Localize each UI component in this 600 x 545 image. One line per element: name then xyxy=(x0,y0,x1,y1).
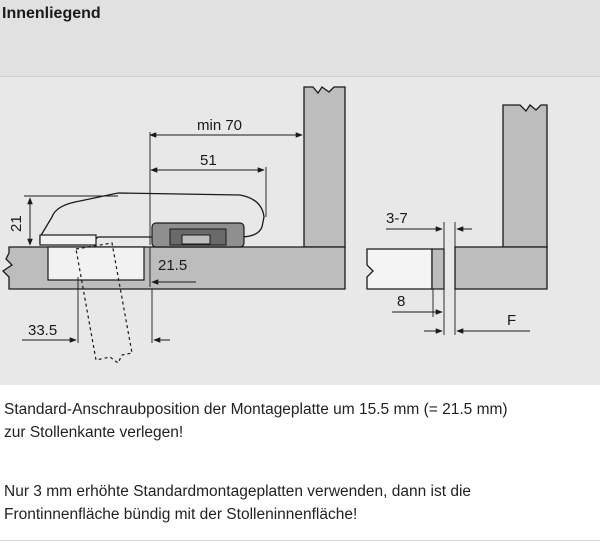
cabinet-side-panel xyxy=(303,86,346,248)
paragraph-2-line-2: Frontinnenfläche bündig mit der Stolleni… xyxy=(4,506,358,523)
dim-label-51: 51 xyxy=(200,152,217,169)
bottom-divider xyxy=(0,540,600,541)
dim-label-21-5: 21.5 xyxy=(158,257,187,274)
door-panel-edge xyxy=(431,248,445,290)
dim-label-min70: min 70 xyxy=(197,117,242,134)
dim-label-F: F xyxy=(507,312,516,329)
instruction-paragraph-2: Nur 3 mm erhöhte Standardmontageplatten … xyxy=(4,480,596,526)
dim-label-8: 8 xyxy=(397,293,405,310)
dim-label-3-7: 3-7 xyxy=(386,210,408,227)
page-title: Innenliegend xyxy=(2,5,101,22)
hinge-cup-pocket xyxy=(47,246,145,281)
dim-label-33-5: 33.5 xyxy=(28,322,57,339)
paragraph-1-line-1: Standard-Anschraubposition der Montagepl… xyxy=(4,401,508,418)
hinge-cup-outline xyxy=(75,242,133,364)
mounting-plate-screw-hole xyxy=(181,234,211,245)
paragraph-1-line-2: zur Stollenkante verlegen! xyxy=(4,424,184,441)
dim-label-21: 21 xyxy=(8,215,25,232)
paragraph-2-line-1: Nur 3 mm erhöhte Standardmontageplatten … xyxy=(4,483,472,500)
cabinet-side-panel-right xyxy=(502,104,548,248)
hinge-drawing: min 70 51 21 21.5 33.5 3-7 8 xyxy=(0,77,600,385)
door-panel-left-section xyxy=(366,248,433,290)
technical-drawing: min 70 51 21 21.5 33.5 3-7 8 xyxy=(1,86,548,364)
instruction-paragraph-1: Standard-Anschraubposition der Montagepl… xyxy=(4,398,596,444)
hinge-arm-base xyxy=(39,234,97,246)
door-panel-right xyxy=(454,246,548,290)
header-bar: Innenliegend xyxy=(0,0,600,76)
header-divider xyxy=(0,76,600,77)
